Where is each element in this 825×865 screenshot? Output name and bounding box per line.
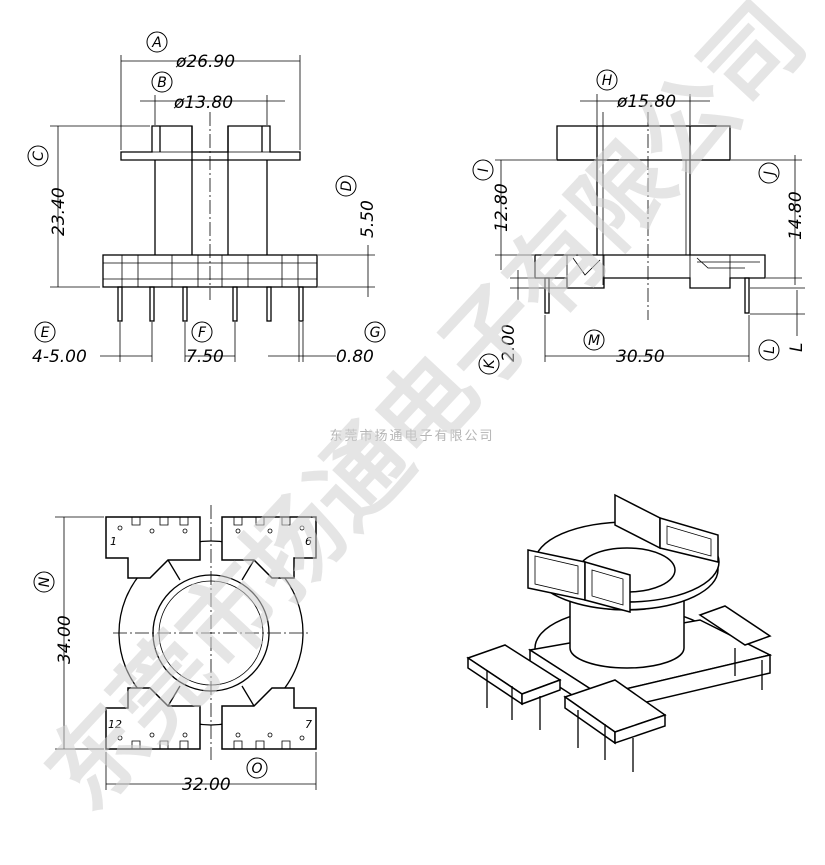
label-B-circle bbox=[151, 71, 173, 93]
label-L: L bbox=[762, 346, 778, 354]
side-view: H ø15.80 I 12.80 J 14.80 K 2.00 L L bbox=[472, 69, 807, 375]
label-F: F bbox=[198, 325, 207, 341]
label-K-circle bbox=[478, 353, 500, 375]
label-N-circle bbox=[33, 571, 55, 593]
front-view: A ø26.90 B ø13.80 C 23.40 D 5.50 E bbox=[27, 31, 386, 367]
label-G: G bbox=[370, 325, 381, 341]
label-F-circle bbox=[191, 321, 213, 343]
dim-A: ø26.90 bbox=[175, 52, 235, 72]
company-caption: 东莞市扬通电子有限公司 bbox=[329, 428, 494, 444]
dim-M: 30.50 bbox=[616, 347, 665, 367]
dim-C: 23.40 bbox=[49, 187, 69, 236]
label-D: D bbox=[339, 180, 355, 191]
label-O-circle bbox=[246, 757, 268, 779]
label-M: M bbox=[588, 333, 600, 349]
dim-E: 4-5.00 bbox=[32, 347, 87, 367]
label-L-circle bbox=[758, 339, 780, 361]
dim-N: 34.00 bbox=[55, 615, 75, 664]
dim-G: 0.80 bbox=[336, 347, 374, 367]
pin-number-1: 1 bbox=[110, 535, 117, 548]
dim-D: 5.50 bbox=[358, 200, 378, 238]
label-D-circle bbox=[335, 175, 357, 197]
label-I-circle bbox=[472, 159, 494, 181]
dim-F: 7.50 bbox=[186, 347, 224, 367]
label-J: J bbox=[762, 171, 778, 178]
label-M-circle bbox=[583, 329, 605, 351]
label-E: E bbox=[41, 325, 50, 341]
isometric-view bbox=[466, 493, 773, 772]
label-K: K bbox=[482, 358, 498, 369]
label-A: A bbox=[151, 35, 162, 51]
label-H: H bbox=[602, 73, 613, 89]
dim-B: ø13.80 bbox=[173, 93, 233, 113]
label-I: I bbox=[476, 168, 492, 172]
label-N: N bbox=[37, 576, 53, 587]
bottom-view: 1 6 12 7 N 34.00 O 32.00 bbox=[33, 505, 317, 795]
label-E-circle bbox=[34, 321, 56, 343]
label-C-circle bbox=[27, 145, 49, 167]
pin-number-6: 6 bbox=[305, 535, 312, 548]
label-G-circle bbox=[364, 321, 386, 343]
label-O: O bbox=[251, 761, 262, 777]
label-J-circle bbox=[758, 162, 780, 184]
label-C: C bbox=[31, 151, 47, 161]
label-B: B bbox=[157, 75, 167, 91]
dim-L: L bbox=[787, 343, 807, 352]
dim-J: 14.80 bbox=[786, 191, 806, 240]
dim-O: 32.00 bbox=[182, 775, 231, 795]
dim-H: ø15.80 bbox=[616, 92, 676, 112]
pin-number-7: 7 bbox=[305, 718, 312, 731]
label-H-circle bbox=[596, 69, 618, 91]
watermark: 东莞市扬通电子有限公司 bbox=[25, 0, 825, 831]
label-A-circle bbox=[146, 31, 168, 53]
dim-I: 12.80 bbox=[492, 183, 512, 232]
pin-number-12: 12 bbox=[108, 718, 122, 731]
dim-K: 2.00 bbox=[499, 324, 519, 362]
